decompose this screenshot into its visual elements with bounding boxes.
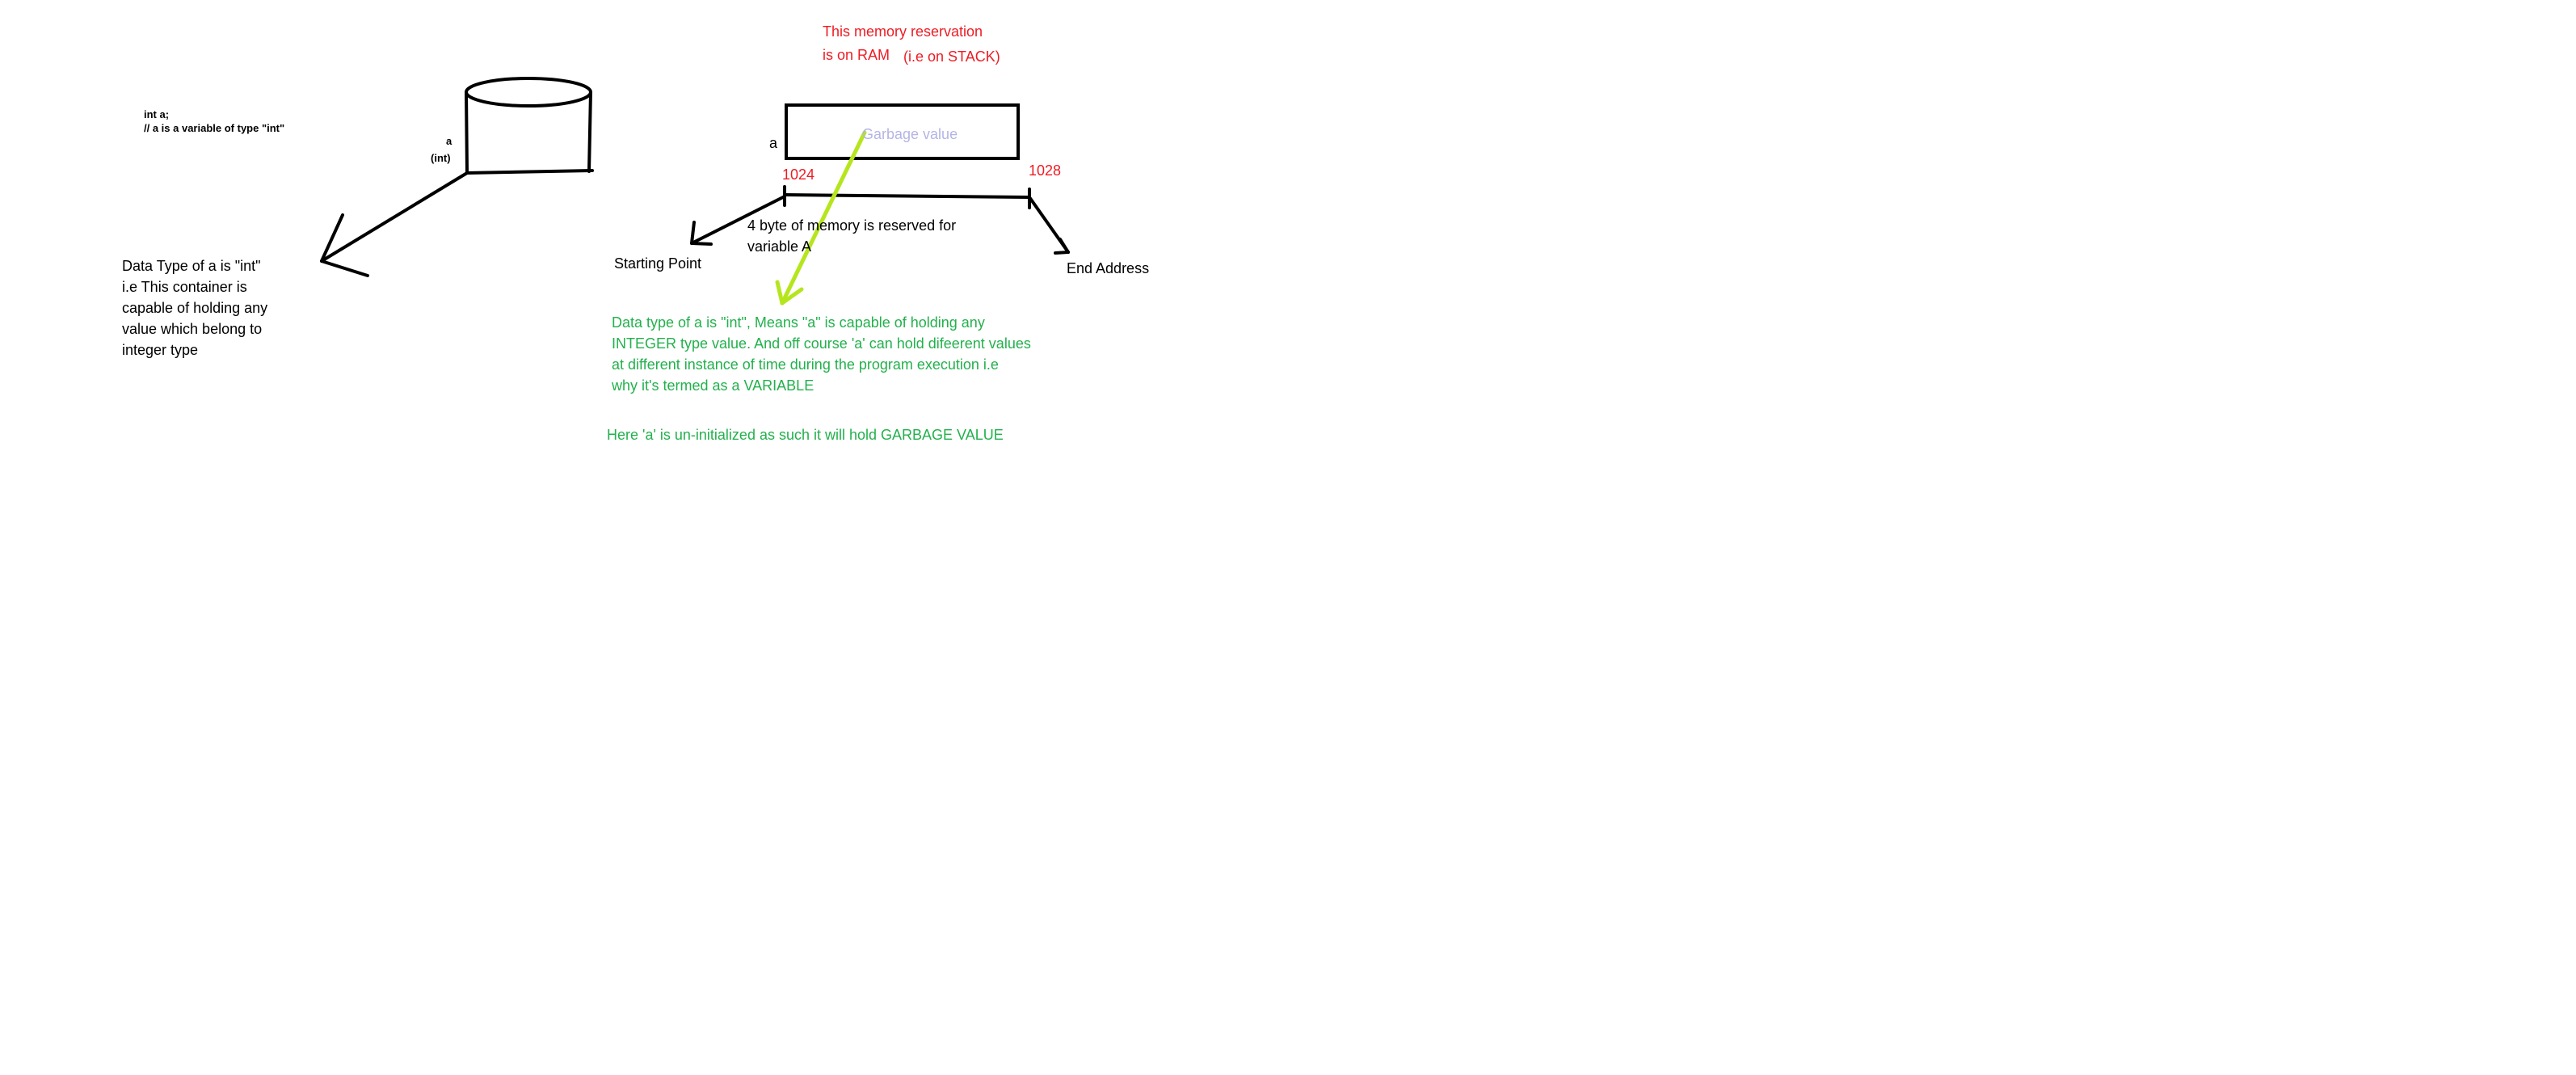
memory-cell-label: a (769, 135, 778, 151)
garbage-value-arrow (775, 130, 867, 306)
explanation-line: why it's termed as a VARIABLE (612, 377, 814, 394)
code-line-declaration: int a; (144, 108, 170, 120)
data-type-note-line: value which belong to (122, 321, 263, 337)
reserved-note-line: 4 byte of memory is reserved for (747, 217, 957, 234)
cylinder-top (465, 77, 592, 108)
cylinder-bottom (465, 169, 594, 175)
memory-cell-box (785, 103, 1020, 160)
start-address: 1024 (782, 167, 815, 183)
explanation-line: at different instance of time during the… (612, 356, 999, 373)
memory-note-line: is on RAM (823, 47, 890, 63)
data-type-note-line: capable of holding any (122, 300, 268, 316)
cylinder-container (465, 77, 594, 175)
container-to-datatype-arrow (320, 171, 469, 277)
cylinder-left-side (465, 91, 469, 175)
end-address-value: 1028 (1029, 162, 1062, 179)
data-type-note: Data Type of a is "int" i.e This contain… (122, 255, 267, 360)
reserved-note-line: variable A (747, 238, 812, 255)
data-type-note-line: integer type (122, 342, 199, 358)
explanation-line: INTEGER type value. And off course 'a' c… (612, 335, 1031, 352)
starting-point-arrow (690, 195, 786, 246)
end-address-label: End Address (1067, 260, 1150, 276)
data-type-note-line: i.e This container is (122, 279, 247, 295)
explanation-line: Data type of a is "int", Means "a" is ca… (612, 314, 985, 331)
garbage-value-note: Here 'a' is un-initialized as such it wi… (607, 427, 1004, 443)
explanation-text: Data type of a is "int", Means "a" is ca… (612, 312, 1031, 396)
memory-note-line: This memory reservation (823, 23, 983, 40)
address-span-line (783, 193, 1031, 199)
data-type-note-line: Data Type of a is "int" (122, 258, 261, 274)
memory-note-stack: (i.e on STACK) (903, 48, 1000, 65)
end-address-arrow (1028, 196, 1070, 255)
memory-cell-value: Garbage value (862, 126, 958, 142)
container-label-type: (int) (431, 152, 451, 164)
code-line-comment: // a is a variable of type "int" (144, 122, 285, 134)
address-span (783, 185, 1031, 209)
starting-point-label: Starting Point (614, 255, 702, 272)
cylinder-right-side (587, 91, 592, 173)
container-label-name: a (446, 135, 452, 147)
